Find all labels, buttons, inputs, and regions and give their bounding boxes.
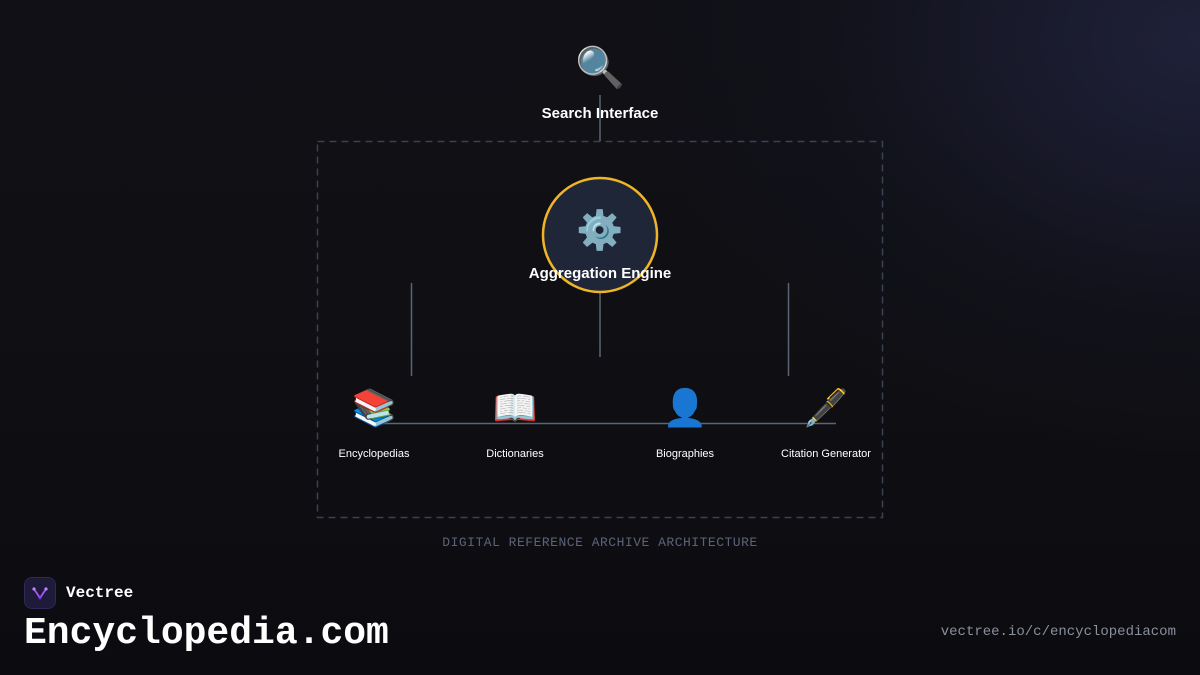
source-encyclopedias: 📚 Encyclopedias [339,388,410,460]
page-title: Encyclopedia.com [24,612,389,655]
diagram-caption: DIGITAL REFERENCE ARCHIVE ARCHITECTURE [442,535,757,550]
source-citation-generator: 🖋️ Citation Generator [781,387,871,460]
fountain-pen-icon: 🖋️ [804,387,849,429]
source-biographies: 👤 Biographies [656,387,715,460]
person-icon: 👤 [663,387,708,429]
open-book-icon: 📖 [493,388,538,429]
aggregation-engine-node [541,176,659,294]
source-label: Dictionaries [486,448,544,460]
books-icon: 📚 [352,388,397,429]
gear-icon: ⚙️ [576,208,623,252]
page-url[interactable]: vectree.io/c/encyclopediacom [940,624,1176,640]
brand-name: Vectree [66,584,134,602]
source-label: Biographies [656,448,715,460]
search-interface-label: Search Interface [542,105,659,122]
source-label: Citation Generator [781,448,871,460]
magnifying-glass-icon: 🔍 [575,42,625,91]
brand: Vectree [24,577,133,609]
aggregation-engine-label: Aggregation Engine [529,265,672,282]
archive-boundary [316,140,884,519]
source-dictionaries: 📖 Dictionaries [486,388,544,460]
source-label: Encyclopedias [339,448,410,460]
vectree-logo-icon [24,577,56,609]
